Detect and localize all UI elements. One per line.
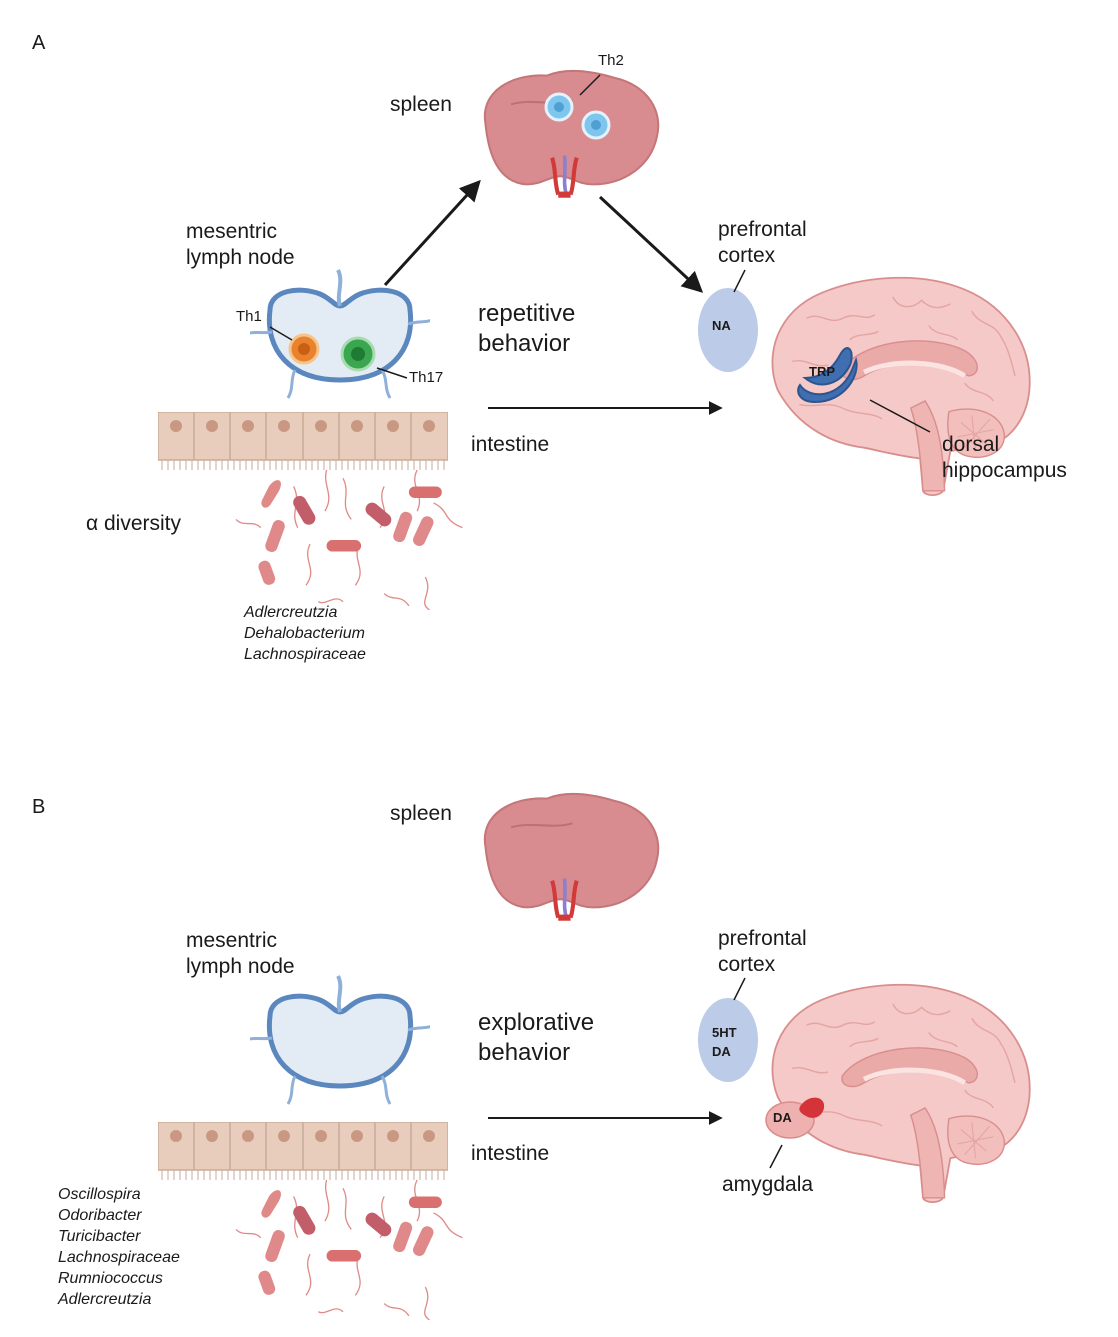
panel-a-letter: A [32,32,46,54]
panel-a [158,71,1030,610]
hippocampus-pointer [869,399,931,433]
lymph-node-illustration-a [242,270,436,398]
pfc-label-a: prefrontal cortex [718,218,807,267]
behavior-label-a: repetitive behavior [478,300,576,357]
bacteria-illustration-b [235,1180,464,1320]
th1-label: Th1 [236,308,262,325]
amygdala-da-marker: DA [773,1110,792,1125]
bacteria-list-b: Oscillospira Odoribacter Turicibacter La… [58,1186,180,1308]
hippocampus-highlight [797,347,858,404]
intestine-illustration-a [158,412,448,471]
intestine-label-b: intestine [471,1142,550,1165]
arrow-lymph-to-spleen-a [383,179,481,287]
arrow-spleen-to-brain-a [598,195,704,293]
bacteria-illustration-a [235,470,464,610]
na-marker: NA [712,318,731,333]
brain-illustration-b [772,985,1029,1202]
amygdala-label: amygdala [722,1173,814,1196]
bacteria-list-a: Adlercreutzia Dehalobacterium Lachnospir… [244,604,366,663]
trp-marker: TRP [809,364,835,379]
amygdala-highlight [799,1097,825,1118]
lymph-node-illustration-b [242,976,436,1104]
hippocampus-label: dorsal hippocampus [942,433,1067,482]
panel-b-letter: B [32,796,46,818]
pfc-highlight-a [698,288,758,372]
pfc-pointer-b [733,977,746,1001]
pfc-highlight-b [698,998,758,1082]
intestine-label-a: intestine [471,433,550,456]
spleen-illustration-a [485,71,658,195]
behavior-label-b: explorative behavior [478,1009,595,1066]
diversity-label: α diversity [86,512,181,535]
th17-pointer [376,367,408,379]
spleen-illustration-b [485,794,658,918]
th2-pointer [579,74,601,96]
intestine-illustration-b [158,1122,448,1181]
pfc-markers-b: 5HT DA [712,1025,737,1059]
pfc-pointer-a [733,269,746,293]
th17-label: Th17 [409,369,444,386]
pfc-label-b: prefrontal cortex [718,927,807,976]
amygdala-pointer [769,1144,783,1169]
spleen-label-b: spleen [390,802,452,825]
lymph-node-label-b: mesentric lymph node [186,929,295,978]
spleen-label-a: spleen [390,93,452,116]
panel-b [158,794,1030,1320]
th1-pointer [269,326,293,341]
th2-label: Th2 [598,52,624,69]
lymph-node-label-a: mesentric lymph node [186,220,295,269]
